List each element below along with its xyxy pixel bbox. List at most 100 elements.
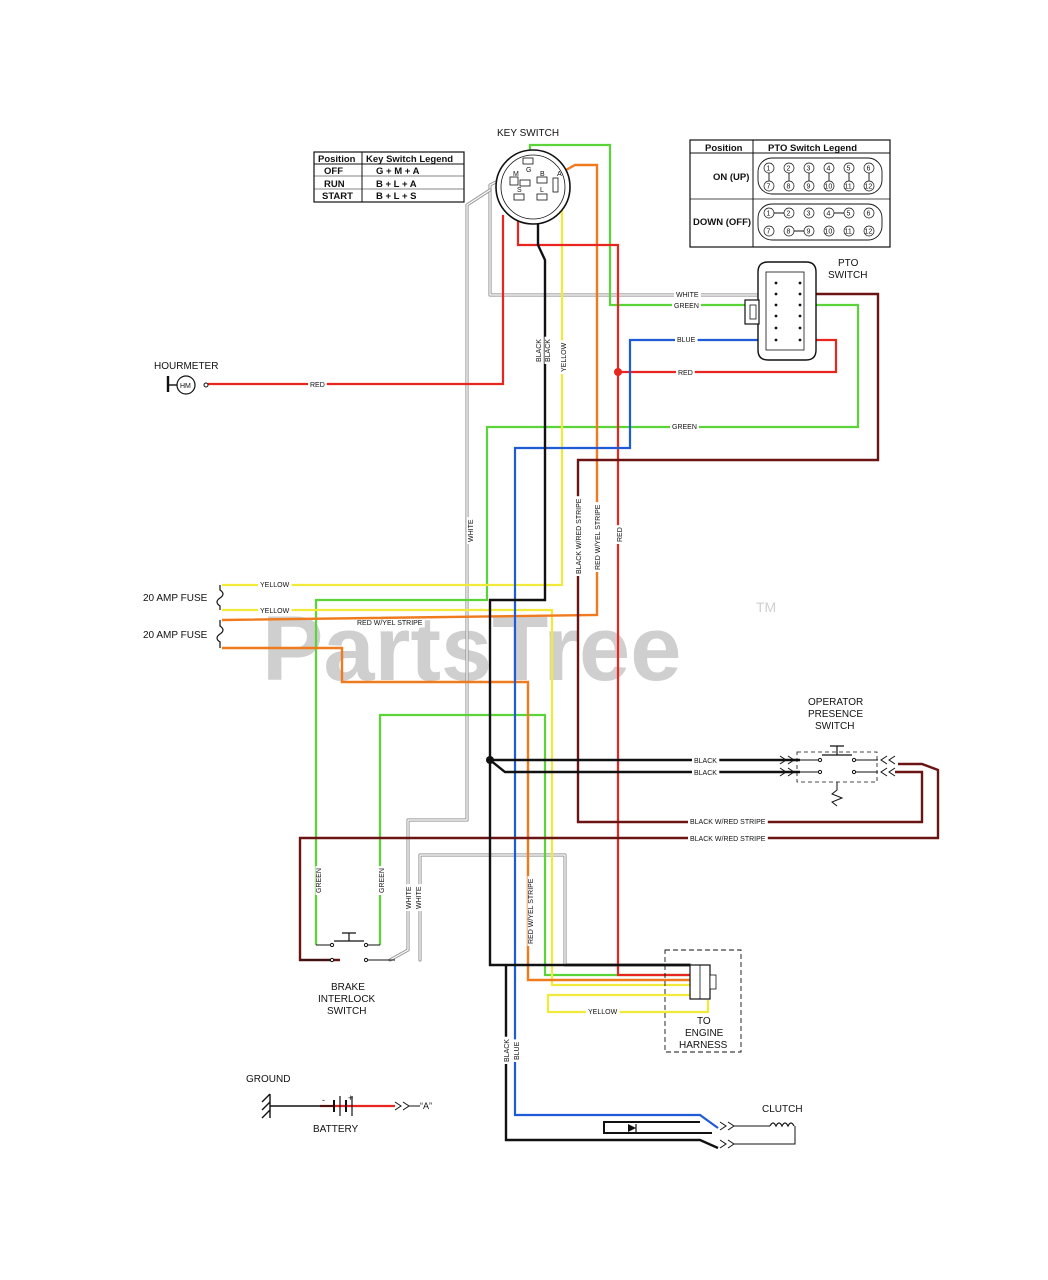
wire-label-black-2: BLACK (545, 339, 552, 362)
wire-label-white-brake-1: WHITE (406, 886, 413, 909)
pto-down-pin-7: 7 (767, 229, 771, 236)
pto-on-pin-7: 7 (767, 184, 771, 191)
wire-label-red-pto: RED (678, 370, 693, 377)
pto-on-pin-9: 9 (807, 184, 811, 191)
wire-label-black-red-ops-1: BLACK W/RED STRIPE (690, 819, 766, 826)
pto-switch-pins (774, 281, 802, 342)
engine-harness-connector: TO ENGINE HARNESS (664, 949, 742, 1053)
fuse-1-label: 20 AMP FUSE (143, 593, 208, 604)
ops-label-2: PRESENCE (808, 709, 863, 720)
pto-down-pin-10: 10 (825, 229, 833, 236)
white-wires (388, 178, 762, 967)
clutch-coil-icon (769, 1122, 795, 1128)
operator-presence-switch: OPERATOR PRESENCE SWITCH (779, 697, 896, 807)
battery-label: BATTERY (313, 1124, 359, 1135)
wire-label-red-yel-lower: RED W/YEL STRIPE (528, 878, 535, 944)
fuses: 20 AMP FUSE 20 AMP FUSE (143, 585, 224, 648)
wire-labels: WHITE GREEN BLUE RED GREEN RED BLACK BLA… (258, 291, 768, 1064)
terminal-g: G (526, 167, 531, 174)
terminal-a: A (557, 171, 562, 178)
engine-harness-label-2: ENGINE (685, 1028, 724, 1039)
wire-label-black-ops-1: BLACK (694, 758, 717, 765)
engine-harness-label-3: HARNESS (679, 1040, 728, 1051)
key-legend-start-value: B + L + S (376, 191, 416, 202)
terminal-l: L (540, 187, 544, 194)
pto-switch-legend-table: Position PTO Switch Legend ON (UP) DOWN … (689, 139, 891, 248)
hourmeter-symbol: HM (180, 383, 191, 390)
pto-legend-on: ON (UP) (713, 172, 749, 183)
key-legend-run-value: B + L + A (376, 179, 417, 190)
pto-down-pin-4: 4 (827, 211, 831, 218)
clutch-label: CLUTCH (762, 1104, 803, 1115)
wire-label-yellow-fuse-2: YELLOW (260, 608, 290, 615)
wire-label-green-brake-2: GREEN (379, 868, 386, 893)
ops-label-3: SWITCH (815, 721, 854, 732)
wire-label-yellow-engine: YELLOW (588, 1009, 618, 1016)
orange-wires (221, 163, 690, 982)
wire-label-black-ops-2: BLACK (694, 770, 717, 777)
wire-label-black-red-vert: BLACK W/RED STRIPE (576, 498, 583, 574)
wire-label-black-clutch: BLACK (504, 1039, 511, 1062)
pto-down-pin-9: 9 (807, 229, 811, 236)
wire-label-white-vert: WHITE (468, 519, 475, 542)
pto-on-pin-8: 8 (787, 184, 791, 191)
fuse-2-label: 20 AMP FUSE (143, 630, 208, 641)
brake-label-1: BRAKE (331, 982, 365, 993)
engine-harness-label-1: TO (697, 1016, 711, 1027)
key-legend-start: START (322, 191, 353, 202)
brake-interlock-switch: BRAKE INTERLOCK SWITCH (300, 932, 395, 1017)
clutch: CLUTCH (603, 1104, 803, 1149)
key-switch-label: KEY SWITCH (497, 128, 559, 139)
brake-label-2: INTERLOCK (318, 994, 376, 1005)
key-switch-legend-table: Position Key Switch Legend OFF G + M + A… (313, 151, 465, 203)
ops-label-1: OPERATOR (808, 697, 863, 708)
pto-down-pin-5: 5 (847, 211, 851, 218)
wire-label-green-mid: GREEN (672, 424, 697, 431)
pto-switch: PTO SWITCH (744, 258, 867, 361)
pto-on-pin-5: 5 (847, 166, 851, 173)
wire-label-yellow-fuse-1: YELLOW (260, 582, 290, 589)
ground-icon (261, 1093, 271, 1119)
wire-label-red-yel-vert: RED W/YEL STRIPE (595, 504, 602, 570)
black-junction-dot (486, 756, 494, 764)
wire-label-white-brake-2: WHITE (416, 886, 423, 909)
hourmeter: HOURMETER HM (154, 361, 218, 395)
pto-switch-label-2: SWITCH (828, 270, 867, 281)
pto-legend-down: DOWN (OFF) (693, 217, 751, 228)
pto-on-pin-10: 10 (825, 184, 833, 191)
pto-down-pin-8: 8 (787, 229, 791, 236)
pto-on-pin-6: 6 (867, 166, 871, 173)
red-junction-dot (614, 368, 622, 376)
key-legend-run: RUN (324, 179, 345, 190)
terminal-s: S (517, 187, 522, 194)
terminal-m: M (513, 171, 519, 178)
pto-on-pin-12: 12 (865, 184, 873, 191)
key-legend-off-value: G + M + A (376, 166, 420, 177)
pto-on-bottom-pins: 7 8 9 10 11 12 (763, 180, 875, 192)
pto-switch-label-1: PTO (838, 258, 859, 269)
key-legend-off: OFF (324, 166, 343, 177)
pto-down-pin-6: 6 (867, 211, 871, 218)
pto-down-pin-11: 11 (845, 229, 852, 236)
ground-battery: GROUND - + “A” BATTERY (246, 1074, 432, 1135)
key-legend-header-position: Position (318, 154, 356, 165)
watermark-tm: TM (756, 599, 776, 615)
wire-label-red-yel-fuse: RED W/YEL STRIPE (357, 620, 423, 627)
wire-label-blue-pto: BLUE (677, 337, 696, 344)
pto-on-connections (768, 173, 870, 181)
blue-wires (513, 338, 760, 1129)
wire-label-red-vert: RED (617, 527, 624, 542)
brake-label-3: SWITCH (327, 1006, 366, 1017)
terminal-b: B (540, 171, 545, 178)
wire-label-red-hourmeter: RED (310, 382, 325, 389)
pto-legend-header-position: Position (705, 143, 743, 154)
hourmeter-label: HOURMETER (154, 361, 218, 372)
battery-minus: - (322, 1095, 325, 1105)
wire-label-blue-clutch: BLUE (514, 1041, 521, 1060)
pto-down-pin-1: 1 (767, 211, 771, 218)
battery-ref: “A” (420, 1101, 432, 1111)
key-legend-header-legend: Key Switch Legend (366, 154, 453, 165)
pto-down-connections (774, 212, 844, 232)
wire-label-green-pto: GREEN (674, 303, 699, 310)
